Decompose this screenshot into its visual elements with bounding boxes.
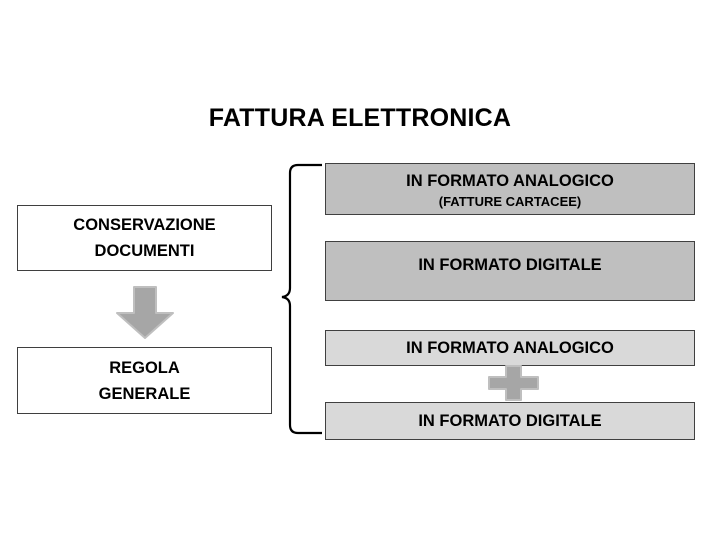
box-regola-line1: REGOLA: [109, 358, 180, 377]
curly-brace-icon: [270, 160, 326, 442]
box-digitale-lower-main-label: IN FORMATO DIGITALE: [418, 412, 602, 430]
box-in-formato-analogico-cartacee[interactable]: IN FORMATO ANALOGICO (FATTURE CARTACEE): [325, 163, 695, 215]
box-analogico-cartacee-sub-label: (FATTURE CARTACEE): [438, 194, 582, 209]
plus-icon: [487, 364, 540, 402]
box-in-formato-analogico-lower[interactable]: IN FORMATO ANALOGICO: [325, 330, 695, 366]
box-conservazione-documenti[interactable]: CONSERVAZIONE DOCUMENTI: [17, 205, 272, 271]
box-conservazione-line2: DOCUMENTI: [94, 242, 195, 260]
box-analogico-lower-main-label: IN FORMATO ANALOGICO: [406, 339, 614, 357]
box-conservazione-line1: CONSERVAZIONE: [73, 216, 216, 234]
box-analogico-cartacee-main-label: IN FORMATO ANALOGICO: [406, 172, 614, 190]
box-regola-generale[interactable]: REGOLA GENERALE: [17, 347, 272, 414]
page-title: FATTURA ELETTRONICA: [208, 104, 512, 132]
curly-brace-shape: [281, 163, 322, 435]
down-arrow-shape: [116, 286, 174, 339]
box-in-formato-digitale-upper[interactable]: IN FORMATO DIGITALE: [325, 241, 695, 301]
box-digitale-upper-main-label: IN FORMATO DIGITALE: [418, 256, 602, 274]
down-arrow-icon: [113, 286, 177, 340]
plus-shape: [488, 365, 539, 401]
box-regola-line2: GENERALE: [98, 384, 191, 403]
box-in-formato-digitale-lower[interactable]: IN FORMATO DIGITALE: [325, 402, 695, 440]
